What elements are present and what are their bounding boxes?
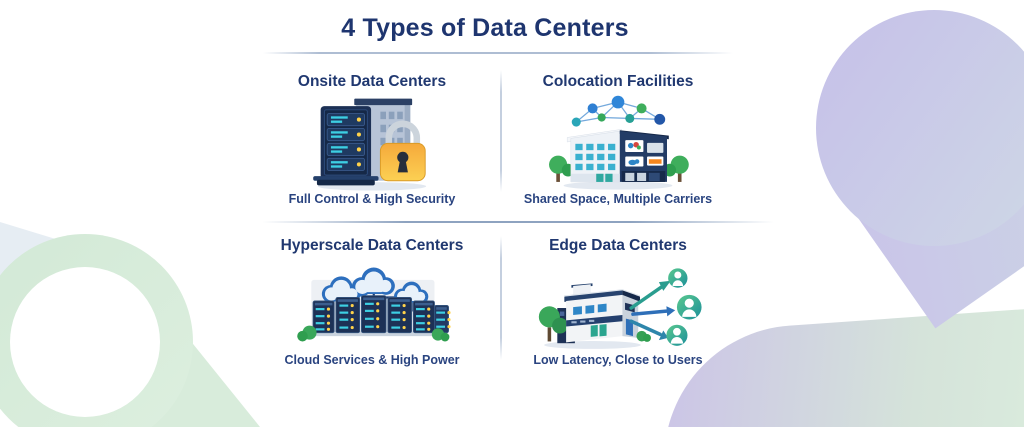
lavender-blob-tail xyxy=(835,12,1024,329)
column-divider-bottom xyxy=(500,236,502,360)
quadrant-hyperscale: Hyperscale Data Centers xyxy=(262,230,482,367)
green-ring-outer xyxy=(0,234,193,427)
quadrant-heading: Onsite Data Centers xyxy=(297,73,447,90)
quadrant-heading: Colocation Facilities xyxy=(542,73,694,90)
left-green-wedge xyxy=(60,315,260,427)
page-title: 4 Types of Data Centers xyxy=(341,14,629,42)
edge-building-users-icon xyxy=(528,257,708,352)
onsite-building-lock-icon xyxy=(302,93,442,191)
quadrant-colocation: Colocation Facilities xyxy=(508,66,728,206)
left-blue-wedge xyxy=(0,222,110,333)
quadrant-caption: Low Latency, Close to Users xyxy=(533,353,703,367)
hyperscale-clouds-racks-icon xyxy=(283,257,461,352)
quadrant-edge: Edge Data Centers xyxy=(508,230,728,367)
lavender-blob-circle xyxy=(816,10,1024,246)
column-divider-top xyxy=(500,70,502,192)
quadrant-caption: Cloud Services & High Power xyxy=(284,353,460,367)
quadrant-caption: Full Control & High Security xyxy=(288,192,456,206)
quadrant-onsite: Onsite Data Centers xyxy=(262,66,482,206)
colocation-building-network-icon xyxy=(542,93,694,191)
green-ring-inner xyxy=(10,267,160,417)
row-divider xyxy=(262,221,774,223)
quadrant-caption: Shared Space, Multiple Carriers xyxy=(523,192,713,206)
quadrant-heading: Hyperscale Data Centers xyxy=(280,237,464,254)
title-divider xyxy=(263,52,733,54)
quadrant-heading: Edge Data Centers xyxy=(549,237,687,254)
